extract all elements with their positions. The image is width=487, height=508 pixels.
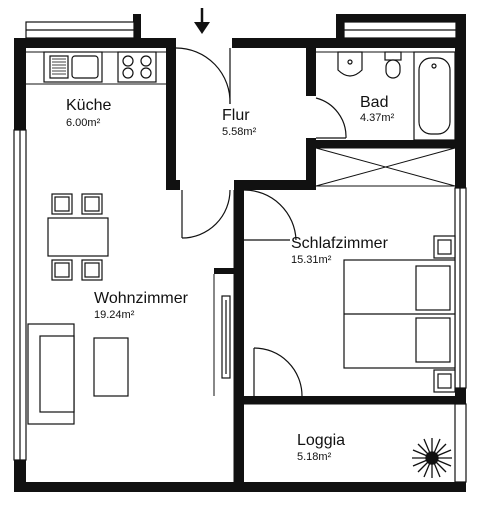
dining-table (47, 217, 109, 257)
wall-flur-bottom-right (236, 180, 316, 190)
room-area-loggia: 5.18m² (297, 451, 332, 463)
down-arrow-icon (194, 8, 210, 34)
door-entrance (175, 47, 231, 105)
nightstand (433, 235, 456, 259)
room-name-wohnzimmer: Wohnzimmer (94, 290, 189, 307)
wall-top-right-stub (336, 14, 344, 48)
dining-set (47, 193, 109, 281)
wall-door-jamb-right (232, 38, 308, 48)
room-area-wohnzimmer: 19.24m² (94, 309, 135, 321)
room-name-schlafzimmer: Schlafzimmer (291, 235, 389, 252)
wall-top-right-cap (336, 14, 466, 24)
wall-flur-bottom-left (166, 180, 180, 190)
stove (117, 51, 157, 83)
door-schlafzimmer (243, 189, 297, 241)
room-name-bad: Bad (360, 94, 388, 111)
wall-center (234, 180, 244, 492)
nightstand (433, 369, 456, 393)
toilet (384, 51, 402, 79)
coffee-table (93, 337, 129, 397)
window-loggia (454, 403, 467, 483)
chair (81, 259, 103, 281)
wall-top-right (308, 38, 466, 48)
wall-top-left-stub (133, 14, 141, 48)
wall-wohn-divider-top (214, 268, 238, 274)
plant-icon (412, 438, 452, 478)
room-name-flur: Flur (222, 107, 250, 124)
sliding-door (221, 295, 231, 379)
living-furniture (27, 323, 129, 425)
door-bad (315, 97, 347, 139)
wall-lines (26, 51, 456, 482)
sofa (27, 323, 75, 425)
door-loggia (253, 347, 303, 397)
kitchen-counter (43, 51, 157, 83)
bathroom-fixtures (337, 51, 456, 141)
chair (81, 193, 103, 215)
bed (343, 235, 456, 393)
chair (51, 193, 73, 215)
door-wohnzimmer (181, 189, 231, 239)
wall-flur-right-bottom (306, 138, 316, 185)
room-area-bad: 4.37m² (360, 112, 395, 124)
wall-flur-right-top (306, 38, 316, 96)
room-area-flur: 5.58m² (222, 126, 257, 138)
wall-loggia-top (244, 396, 466, 404)
room-area-schlafzimmer: 15.31m² (291, 254, 332, 266)
room-name-kueche: Küche (66, 97, 111, 114)
wall-flur-left (166, 38, 176, 185)
windows (13, 21, 467, 483)
room-name-loggia: Loggia (297, 432, 345, 449)
room-area-kueche: 6.00m² (66, 117, 101, 129)
room-labels: Küche 6.00m² Flur 5.58m² Bad 4.37m² Schl… (66, 94, 395, 463)
chair (51, 259, 73, 281)
wall-top-left (14, 38, 174, 48)
wall-bad-bottom (306, 140, 466, 148)
